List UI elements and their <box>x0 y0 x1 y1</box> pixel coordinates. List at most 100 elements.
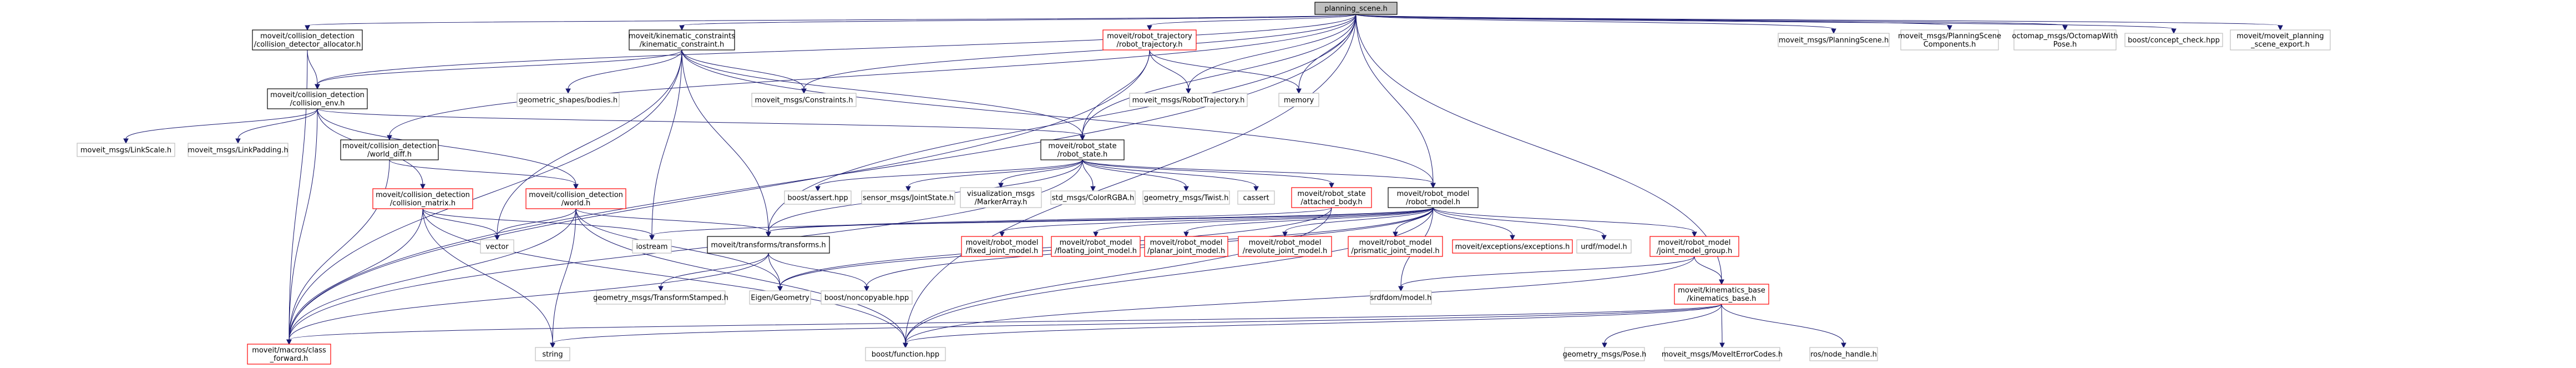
edge-line <box>1188 14 1357 89</box>
edge-rmodel-to-iostream <box>649 207 1434 241</box>
node-box <box>865 347 946 361</box>
edge-kc-to-transforms <box>681 49 771 238</box>
node-label: moveit/robot_model <box>1060 239 1132 247</box>
edge-root-to-constr <box>801 14 1357 94</box>
node-attached[interactable]: moveit/robot_state/attached_body.h <box>1291 187 1372 208</box>
node-urdf: urdf/model.h <box>1576 239 1632 254</box>
edge-cmatrix-to-macros <box>286 208 423 345</box>
node-prismatic[interactable]: moveit/robot_model/prismatic_joint_model… <box>1348 236 1443 257</box>
node-planar[interactable]: moveit/robot_model/planar_joint_model.h <box>1144 236 1228 257</box>
edge-line <box>422 208 498 236</box>
node-cassert: cassert <box>1237 190 1275 205</box>
node-box <box>1674 284 1769 305</box>
edge-root-to-msgpsc <box>1355 14 1952 31</box>
node-box <box>1102 29 1197 51</box>
edge-rstate-to-marker <box>998 159 1083 189</box>
node-box <box>1388 187 1479 208</box>
edge-arrowhead <box>649 235 655 241</box>
node-label: moveit/robot_model <box>966 239 1039 247</box>
edge-arrowhead <box>1947 25 1952 31</box>
node-mpexp: moveit/moveit_planning_scene_export.h <box>2230 29 2331 51</box>
edge-jmg-to-kbase <box>1694 256 1724 285</box>
node-label: moveit/exceptions/exceptions.h <box>1455 243 1570 251</box>
node-box <box>749 290 811 305</box>
node-label: moveit/kinematics_base <box>1678 286 1765 295</box>
node-kbase[interactable]: moveit/kinematics_base/kinematics_base.h <box>1674 284 1769 305</box>
edge-rmodel-to-exceptions <box>1433 207 1515 241</box>
edge-root-to-kc <box>679 14 1357 31</box>
edge-kc-to-constr <box>681 49 807 94</box>
edge-line <box>1149 14 1357 26</box>
node-label: moveit/collision_detection <box>260 32 355 41</box>
node-label: moveit/robot_state <box>1048 142 1116 150</box>
edge-line <box>289 253 769 340</box>
node-label: geometric_shapes/bodies.h <box>519 97 618 105</box>
node-alloc[interactable]: moveit/collision_detection/collision_det… <box>252 29 363 51</box>
node-wdiff[interactable]: moveit/collision_detection/world_diff.h <box>340 139 439 160</box>
edges-layer <box>123 14 2283 349</box>
node-box <box>1291 187 1372 208</box>
edge-arrowhead <box>286 339 292 345</box>
node-box <box>480 239 514 254</box>
edge-arrowhead <box>1398 286 1404 292</box>
node-fixed[interactable]: moveit/robot_model/fixed_joint_model.h <box>961 236 1043 257</box>
edge-line <box>552 304 1722 344</box>
node-root[interactable]: planning_scene.h <box>1314 2 1398 15</box>
node-rtraj[interactable]: moveit/robot_trajectory/robot_trajectory… <box>1102 29 1197 51</box>
node-bfunc: boost/function.hpp <box>865 347 946 361</box>
node-revolute[interactable]: moveit/robot_model/revolute_joint_model.… <box>1238 236 1332 257</box>
node-kc[interactable]: moveit/kinematic_constraints/kinematic_c… <box>629 29 735 51</box>
node-box <box>2013 29 2117 51</box>
node-box <box>1050 190 1136 205</box>
node-floating[interactable]: moveit/robot_model/floating_joint_model.… <box>1051 236 1141 257</box>
edge-line <box>289 208 576 340</box>
node-label: srdfdom/model.h <box>1370 294 1432 303</box>
edge-line <box>497 49 682 236</box>
edge-root-to-memory <box>1296 14 1357 94</box>
node-box <box>1051 236 1141 257</box>
node-cenv[interactable]: moveit/collision_detection/collision_env… <box>267 88 368 109</box>
node-label: /collision_matrix.h <box>390 199 456 208</box>
node-world[interactable]: moveit/collision_detection/world.h <box>525 188 626 209</box>
node-box <box>77 143 175 157</box>
edge-arrowhead <box>1841 342 1846 349</box>
edge-root-to-rtraj <box>1147 14 1357 31</box>
node-vector: vector <box>480 239 514 254</box>
node-macros[interactable]: moveit/macros/class_forward.h <box>247 344 331 365</box>
node-cmatrix[interactable]: moveit/collision_detection/collision_mat… <box>372 188 473 209</box>
node-box <box>961 236 1043 257</box>
node-exceptions[interactable]: moveit/exceptions/exceptions.h <box>1452 239 1573 254</box>
edge-rstate-to-bassert <box>815 159 1083 192</box>
node-transforms[interactable]: moveit/transforms/transforms.h <box>707 236 830 254</box>
node-string: string <box>535 347 570 361</box>
node-jmg[interactable]: moveit/robot_model/joint_model_group.h <box>1649 236 1739 257</box>
node-label: geometry_msgs/Twist.h <box>1144 194 1229 203</box>
node-box <box>861 190 955 205</box>
node-label: moveit/robot_model <box>1658 239 1731 247</box>
node-label: /collision_detector_allocator.h <box>254 41 361 49</box>
edge-jmg-to-srdf <box>1398 256 1695 292</box>
node-rmodel[interactable]: moveit/robot_model/robot_model.h <box>1388 187 1479 208</box>
node-label: cassert <box>1243 194 1269 203</box>
edge-kbase-to-bfunc <box>903 304 1722 349</box>
node-label: vector <box>485 243 509 251</box>
edge-line <box>289 49 1150 340</box>
edge-rmodel-to-transforms <box>766 207 1434 238</box>
node-label: /planar_joint_model.h <box>1147 247 1225 255</box>
edge-arrowhead <box>1093 231 1099 238</box>
node-lpad: moveit_msgs/LinkPadding.h <box>188 143 289 157</box>
node-box <box>252 29 363 51</box>
edge-arrowhead <box>1719 342 1725 349</box>
edge-line <box>317 14 1357 85</box>
edge-line <box>422 208 553 344</box>
edge-line <box>768 253 867 287</box>
edge-root-to-rtmsg <box>1186 14 1357 94</box>
node-rstate[interactable]: moveit/robot_state/robot_state.h <box>1040 139 1125 160</box>
edge-line <box>289 49 682 340</box>
edge-kbase-to-macros <box>286 304 1722 345</box>
edge-arrowhead <box>2171 28 2177 34</box>
edge-arrowhead <box>1719 279 1724 285</box>
node-label: Pose.h <box>2053 41 2077 49</box>
node-box <box>525 188 626 209</box>
